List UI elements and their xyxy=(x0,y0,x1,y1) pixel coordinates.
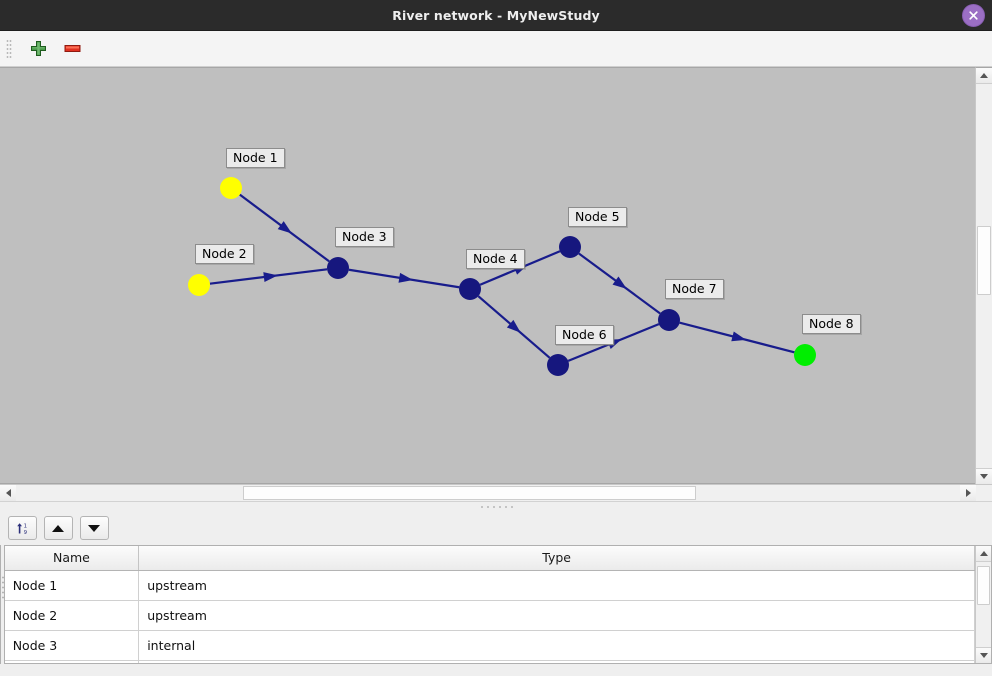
scroll-right-icon[interactable] xyxy=(960,485,976,501)
table-cell[interactable]: internal xyxy=(138,660,976,663)
node-label[interactable]: Node 2 xyxy=(195,244,254,265)
window-titlebar: River network - MyNewStudy xyxy=(0,0,992,31)
table-cell[interactable]: upstream xyxy=(138,600,976,631)
network-node[interactable] xyxy=(327,257,349,279)
scroll-down-icon[interactable] xyxy=(976,468,992,484)
node-scroll-track[interactable] xyxy=(976,562,992,647)
splitter-grip xyxy=(479,504,513,509)
network-node[interactable] xyxy=(794,344,816,366)
edge-arrowhead xyxy=(612,276,627,289)
add-plus-icon[interactable] xyxy=(26,37,50,61)
vertical-splitter[interactable] xyxy=(0,511,4,664)
node-label[interactable]: Node 3 xyxy=(335,227,394,248)
network-node[interactable] xyxy=(658,309,680,331)
node-toolbar: 1 9 xyxy=(3,511,992,545)
node-scroll-up-icon[interactable] xyxy=(976,546,992,562)
node-label[interactable]: Node 6 xyxy=(555,325,614,346)
table-cell[interactable]: Node 2 xyxy=(4,600,140,631)
svg-text:1: 1 xyxy=(23,523,26,529)
node-label[interactable]: Node 4 xyxy=(466,249,525,270)
network-node[interactable] xyxy=(459,278,481,300)
scroll-up-icon[interactable] xyxy=(976,68,992,84)
table-cell[interactable]: Node 1 xyxy=(4,570,140,601)
edge-arrowhead xyxy=(731,331,747,342)
main-toolbar xyxy=(0,31,992,67)
table-cell[interactable]: upstream xyxy=(138,570,976,601)
vertical-splitter-grip xyxy=(0,574,4,601)
node-scroll-down-icon[interactable] xyxy=(976,647,992,663)
node-scroll-thumb[interactable] xyxy=(977,566,991,605)
node-label[interactable]: Node 7 xyxy=(665,279,724,300)
table-cell[interactable]: Node 3 xyxy=(4,630,140,661)
edges-layer xyxy=(209,193,795,362)
node-label[interactable]: Node 8 xyxy=(802,314,861,335)
toolbar-drag-handle[interactable] xyxy=(6,38,12,59)
table-cell[interactable]: Node 4 xyxy=(4,660,140,663)
edge-arrowhead xyxy=(277,221,292,234)
table-cell[interactable]: internal xyxy=(138,630,976,661)
horizontal-splitter[interactable] xyxy=(0,501,992,511)
canvas-vertical-scrollbar[interactable] xyxy=(975,67,992,484)
vertical-scroll-track[interactable] xyxy=(976,84,992,468)
nodes-layer xyxy=(188,177,816,376)
edge-arrowhead xyxy=(398,272,414,283)
scroll-corner xyxy=(976,485,992,501)
svg-text:9: 9 xyxy=(23,530,27,536)
window-footer xyxy=(0,664,992,676)
network-graph xyxy=(188,177,816,376)
edge-arrowhead xyxy=(506,319,521,333)
node-label[interactable]: Node 5 xyxy=(568,207,627,228)
network-canvas[interactable]: Node 1 Node 2 Node 3 Node 4 Node 5 Node 6 Node… xyxy=(0,67,975,484)
vertical-scroll-thumb[interactable] xyxy=(977,226,991,296)
move-up-icon[interactable] xyxy=(43,516,73,540)
window-title: River network - MyNewStudy xyxy=(392,7,600,23)
network-node[interactable] xyxy=(220,177,242,199)
move-down-icon[interactable] xyxy=(79,516,109,540)
table-row[interactable]: Node 4internal xyxy=(4,660,976,663)
tables-area: 1 9 NameNode1Node2 Node 1 -> Node 3Node … xyxy=(0,511,992,664)
network-node[interactable] xyxy=(547,354,569,376)
network-view: Node 1 Node 2 Node 3 Node 4 Node 5 Node 6 Node… xyxy=(0,67,992,484)
column-header[interactable]: Name xyxy=(4,546,140,571)
horizontal-scroll-thumb[interactable] xyxy=(242,486,696,500)
node-table-scrollbar[interactable] xyxy=(975,546,992,663)
sort-ascending-icon[interactable]: 1 9 xyxy=(7,516,37,540)
remove-minus-icon[interactable] xyxy=(60,37,84,61)
node-label[interactable]: Node 1 xyxy=(226,148,285,169)
network-node[interactable] xyxy=(559,236,581,258)
edge-arrowhead xyxy=(263,272,278,283)
network-node[interactable] xyxy=(188,274,210,296)
column-header[interactable]: Type xyxy=(138,546,976,571)
close-icon[interactable] xyxy=(962,4,985,27)
horizontal-scroll-track[interactable] xyxy=(16,485,960,501)
scroll-left-icon[interactable] xyxy=(0,485,16,501)
canvas-horizontal-scrollbar[interactable] xyxy=(0,484,992,501)
